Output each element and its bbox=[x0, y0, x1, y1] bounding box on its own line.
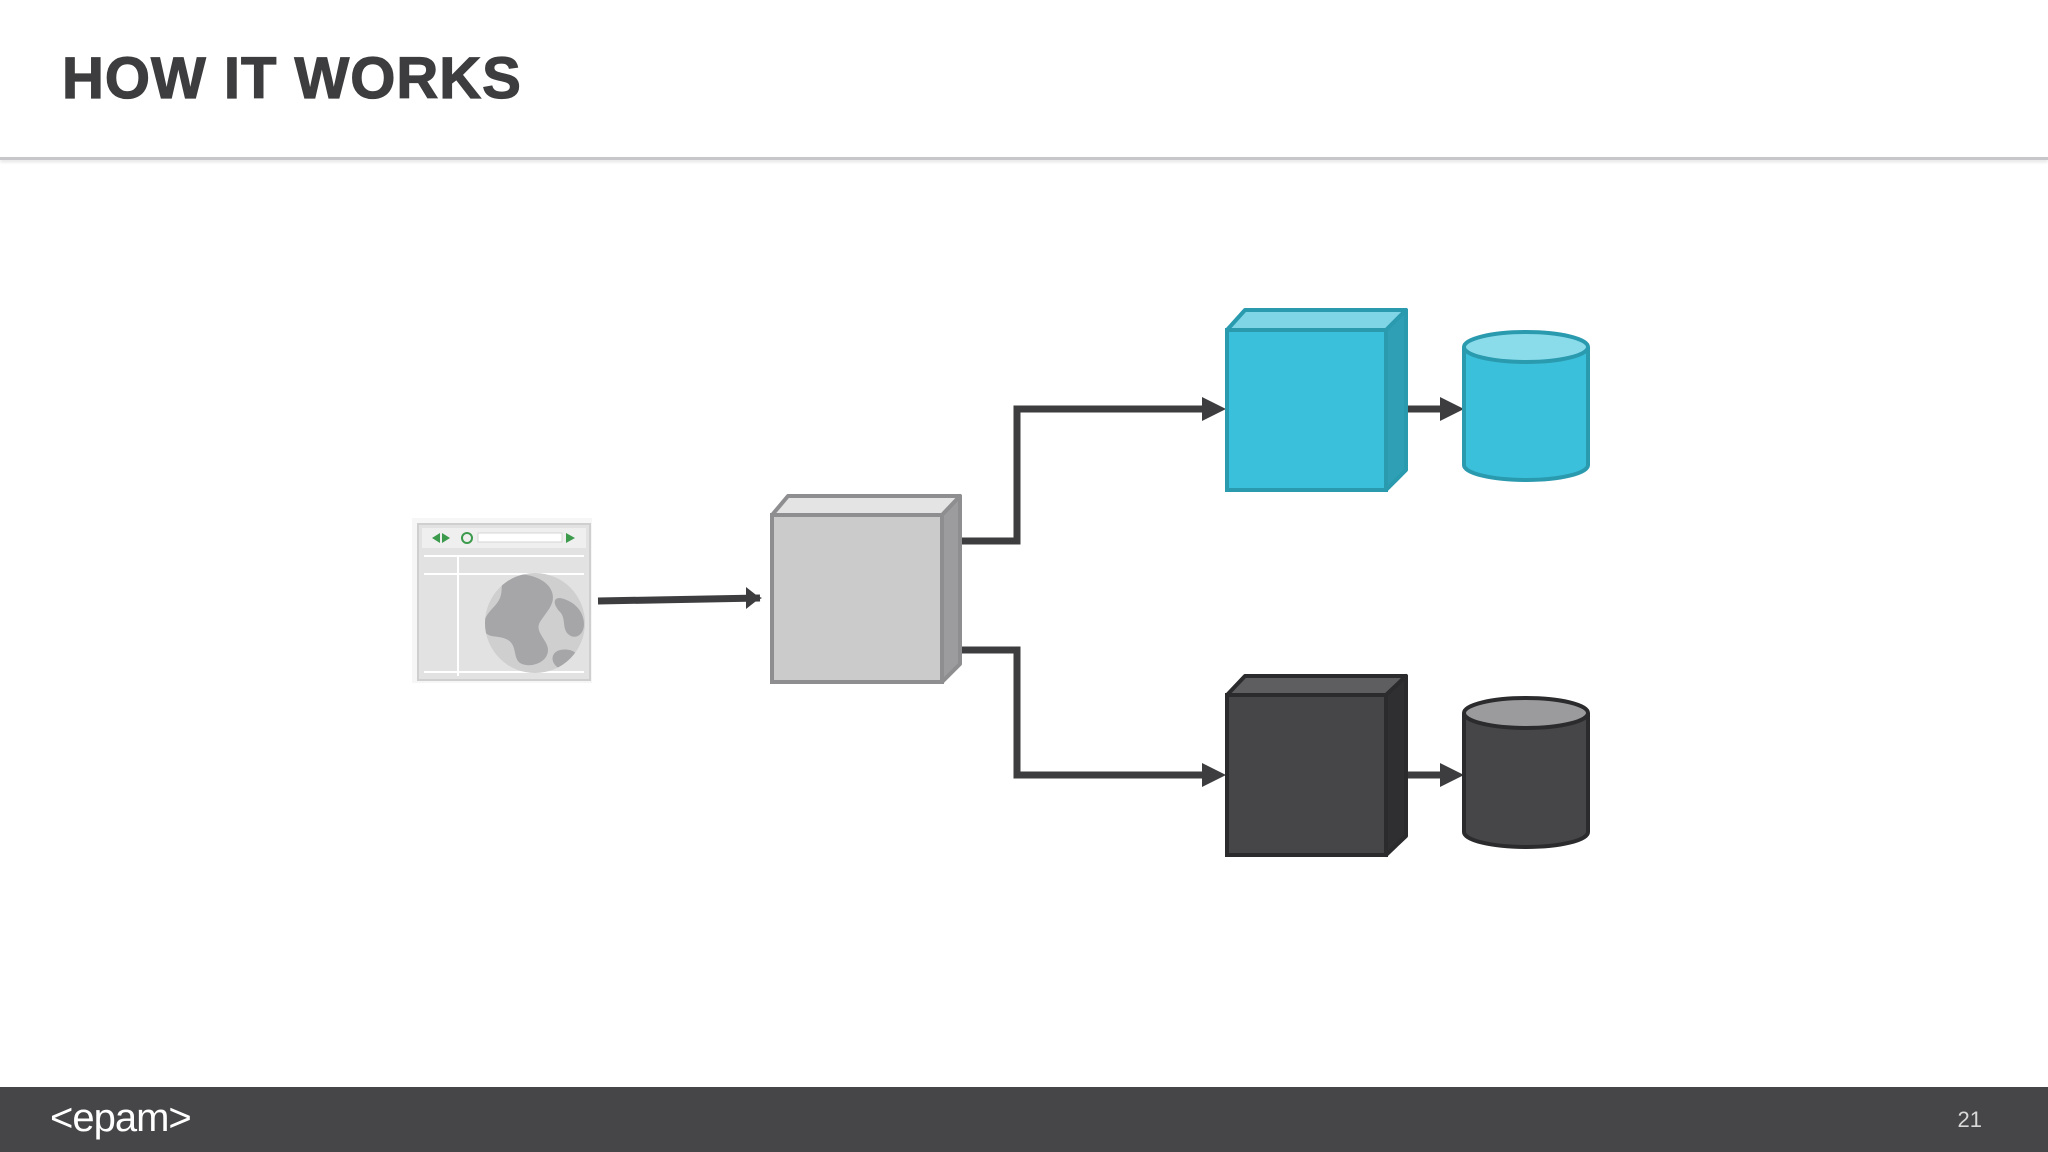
gray-box-icon bbox=[770, 494, 962, 684]
connector-router-service-b bbox=[942, 646, 1206, 779]
slide-title: HOW IT WORKS bbox=[61, 45, 522, 111]
connector-router-service-a bbox=[942, 405, 1206, 545]
connector-client-router bbox=[597, 593, 762, 605]
blue-box-icon bbox=[1225, 308, 1408, 492]
slide-header: HOW IT WORKS bbox=[0, 0, 2048, 158]
dark-box-icon bbox=[1225, 674, 1408, 857]
epam-logo: <epam> bbox=[50, 1096, 192, 1140]
dark-cylinder-icon bbox=[1462, 696, 1590, 849]
blue-cylinder-icon bbox=[1462, 330, 1590, 482]
browser-globe-icon bbox=[412, 518, 592, 683]
slide-footer: <epam> 21 bbox=[0, 1087, 2048, 1152]
header-divider bbox=[0, 157, 2048, 160]
page-number: 21 bbox=[1957, 1107, 1982, 1132]
